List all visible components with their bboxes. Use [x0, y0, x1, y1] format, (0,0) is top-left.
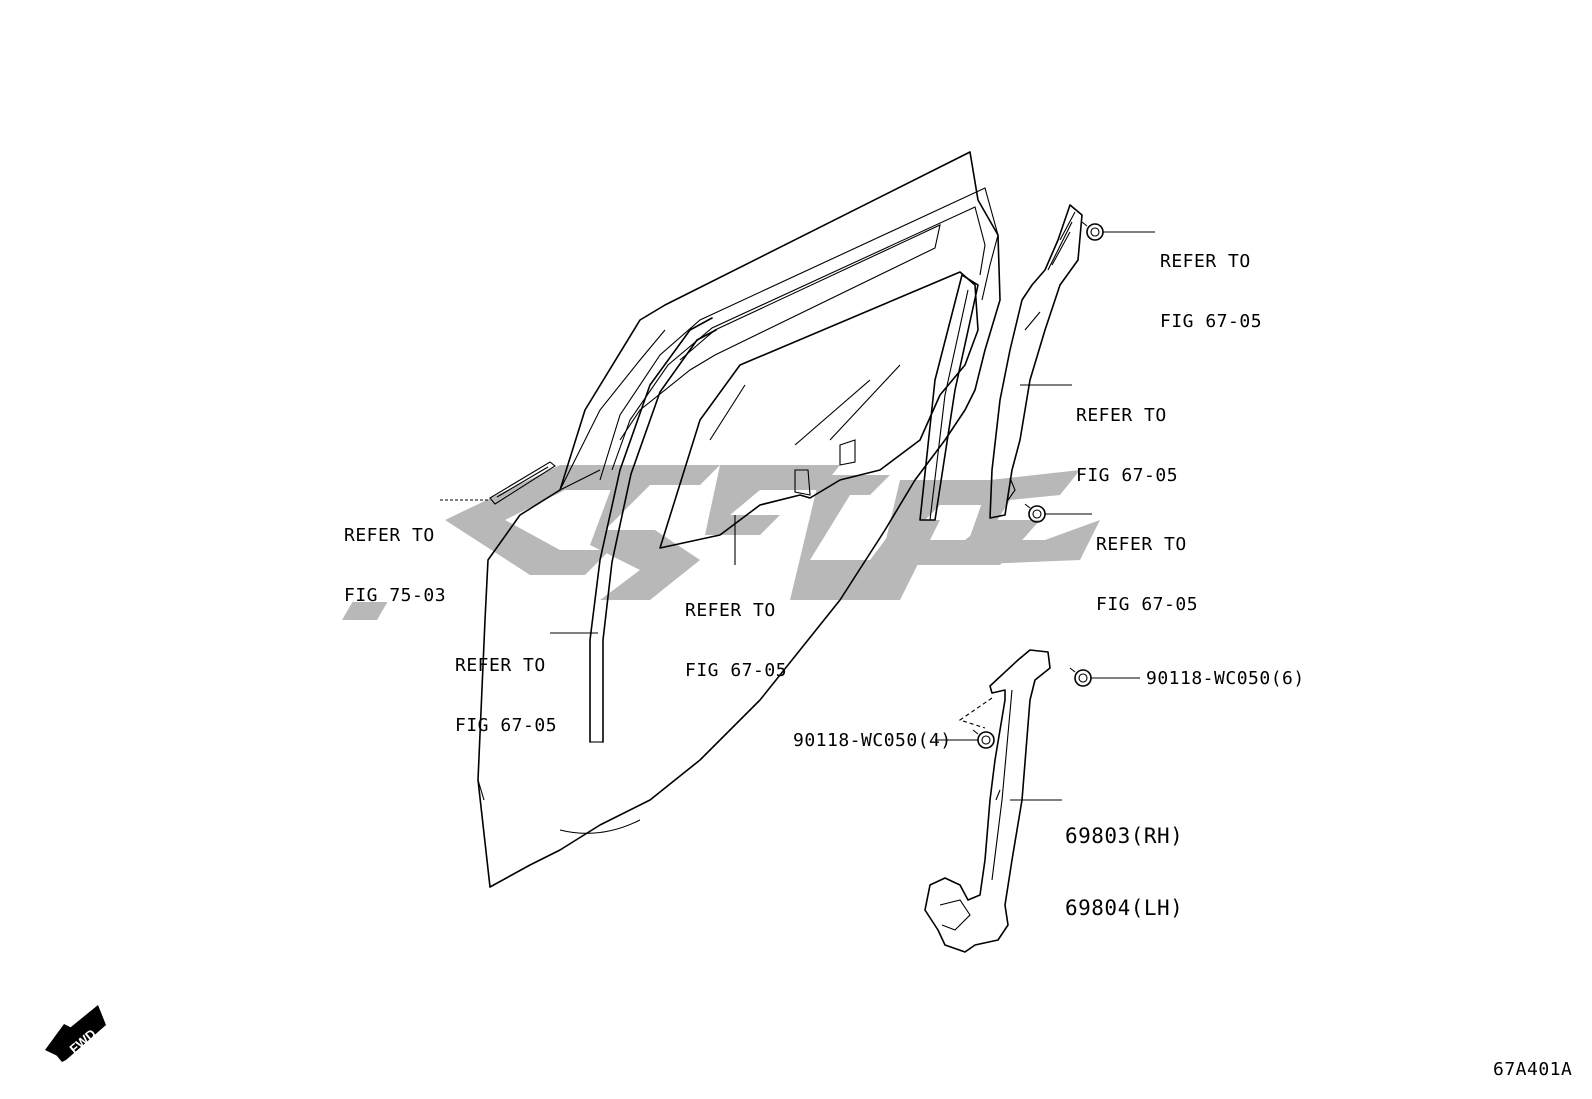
callout-rear-channel-line2: FIG 67-05	[1076, 465, 1179, 486]
callout-regulator-bolt-lower: 90118-WC050(4)	[793, 730, 952, 751]
watermark-logo	[342, 465, 1100, 620]
callout-upper-bolt: REFER TO FIG 67-05	[1160, 212, 1262, 372]
callout-upper-bolt-line2: FIG 67-05	[1160, 311, 1263, 332]
fwd-arrow-icon: FWD	[45, 1005, 106, 1062]
callout-front-channel-line1: REFER TO	[455, 655, 546, 676]
callout-front-channel-line2: FIG 67-05	[455, 715, 558, 736]
bolt-icon-reg-lower	[972, 729, 995, 749]
callout-regulator-bolt-upper: 90118-WC050(6)	[1146, 668, 1305, 689]
callout-rear-channel-line1: REFER TO	[1076, 405, 1167, 426]
glass-icon	[659, 271, 979, 549]
callout-belt-molding-line1: REFER TO	[344, 525, 435, 546]
callout-glass-line2: FIG 67-05	[685, 660, 788, 681]
regulator-icon	[924, 649, 1051, 953]
bolt-icon-upper	[1081, 221, 1104, 241]
rear-channel-icon	[989, 204, 1083, 519]
figure-code: 67A401A	[1493, 1059, 1573, 1080]
callout-lower-bolt: REFER TO FIG 67-05	[1096, 495, 1198, 655]
callout-upper-bolt-line1: REFER TO	[1160, 251, 1251, 272]
callout-regulator-rh: 69803(RH)	[1065, 824, 1184, 848]
belt-molding-icon	[489, 461, 556, 505]
bolt-icon-lower	[1024, 503, 1046, 523]
front-channel-icon	[589, 317, 717, 743]
door-panel-icon	[477, 151, 1001, 888]
callout-rear-channel: REFER TO FIG 67-05	[1076, 366, 1178, 526]
bolt-icon-reg-upper	[1069, 667, 1092, 687]
callout-belt-molding: REFER TO FIG 75-03	[344, 486, 446, 646]
rear-sash-icon	[919, 274, 979, 521]
callout-belt-molding-line2: FIG 75-03	[344, 585, 447, 606]
callout-front-channel: REFER TO FIG 67-05	[455, 616, 557, 776]
leader-lines	[440, 231, 1155, 801]
callout-lower-bolt-line1: REFER TO	[1096, 534, 1187, 555]
callout-regulator-part: 69803(RH) 69804(LH)	[1065, 776, 1183, 968]
callout-lower-bolt-line2: FIG 67-05	[1096, 594, 1199, 615]
callout-regulator-lh: 69804(LH)	[1065, 896, 1184, 920]
callout-glass-line1: REFER TO	[685, 600, 776, 621]
callout-glass: REFER TO FIG 67-05	[685, 561, 787, 721]
